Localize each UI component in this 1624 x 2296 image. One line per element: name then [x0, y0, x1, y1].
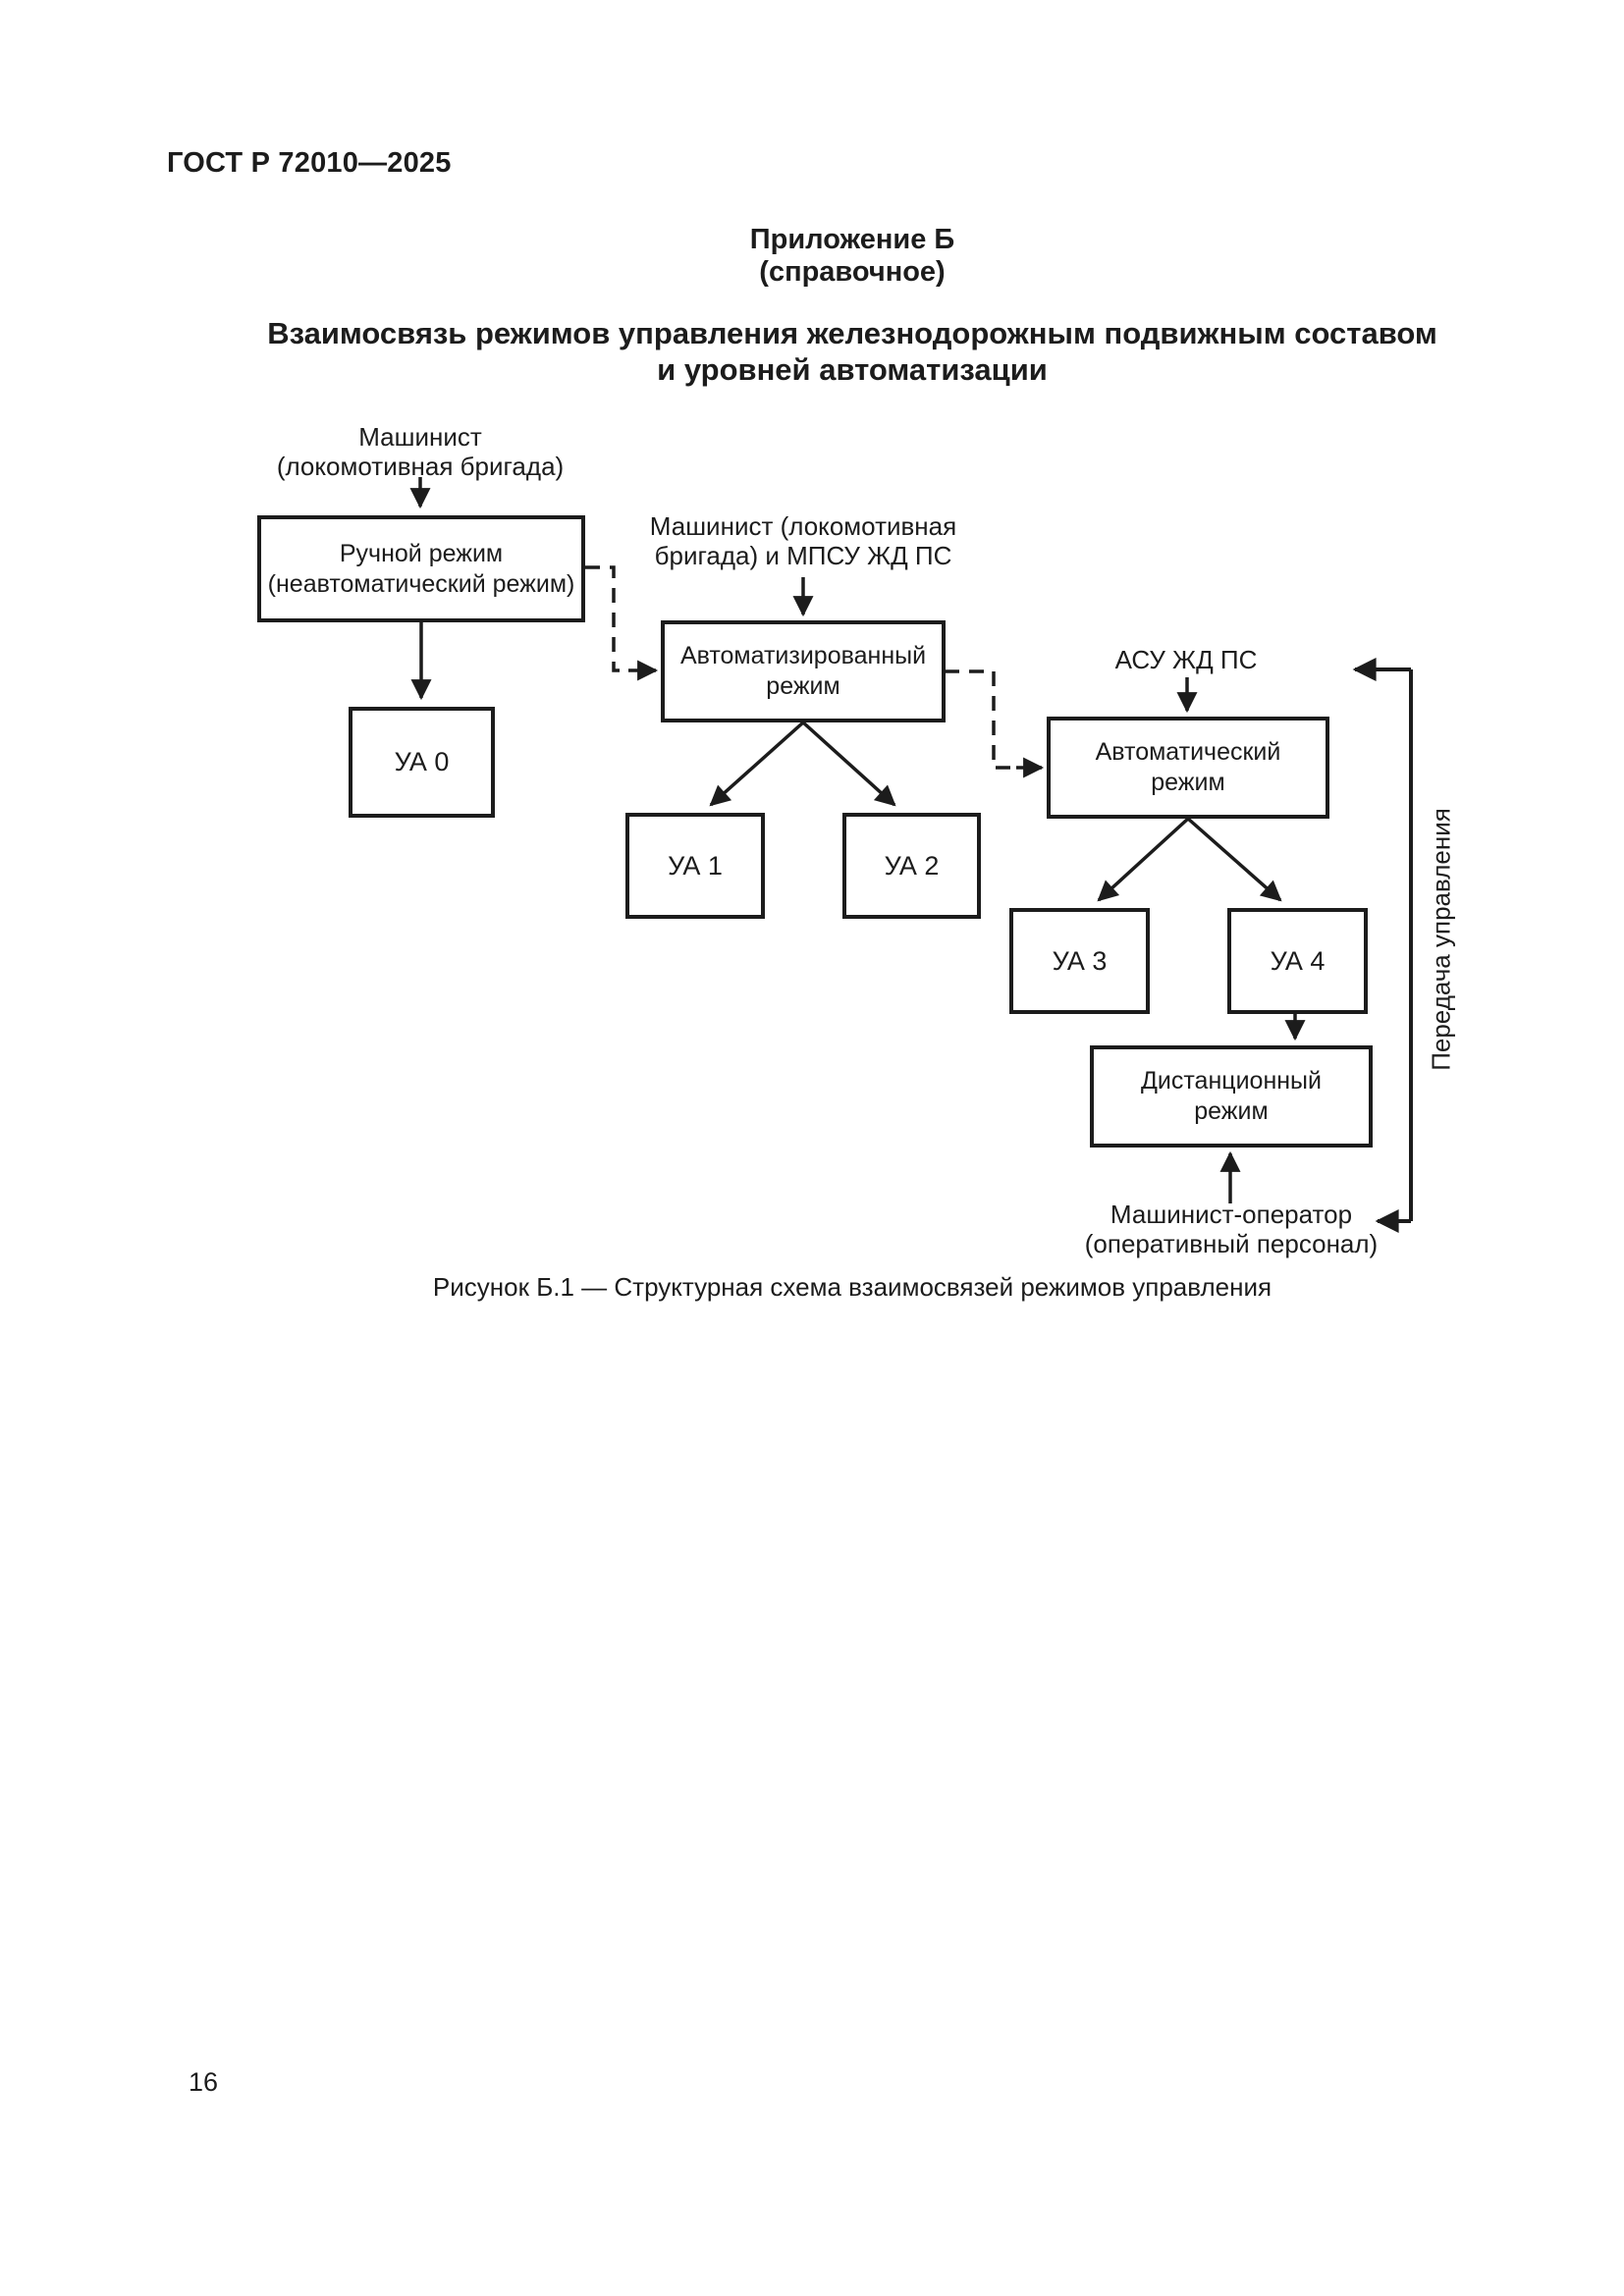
- figure-caption: Рисунок Б.1 — Структурная схема взаимосв…: [432, 1272, 1272, 1302]
- box-ua1: УА 1: [625, 813, 765, 919]
- dashed-automated-to-automatic: [945, 669, 1016, 770]
- standard-code: ГОСТ Р 72010—2025: [167, 147, 452, 179]
- box-manual-mode: Ручной режим (неавтоматический режим): [257, 515, 585, 622]
- appendix-title: Приложение Б: [749, 224, 955, 255]
- arrow-automated-to-ua1: [709, 721, 805, 807]
- appendix-note: (справочное): [759, 256, 946, 288]
- box-ua2: УА 2: [842, 813, 981, 919]
- box-remote-mode: Дистанционный режим: [1090, 1045, 1373, 1148]
- label-driver: Машинист (локомотивная бригада): [276, 422, 565, 481]
- box-automated-mode: Автоматизированный режим: [661, 620, 946, 722]
- box-ua0: УА 0: [349, 707, 495, 818]
- box-ua3: УА 3: [1009, 908, 1150, 1014]
- arrow-automated-to-ua2: [801, 721, 896, 807]
- label-control-transfer: Передача управления: [1426, 808, 1456, 1071]
- label-asu: АСУ ЖД ПС: [1114, 645, 1258, 674]
- label-driver-mpsu: Машинист (локомотивная бригада) и МПСУ Ж…: [649, 511, 957, 570]
- section-title-line2: и уровней автоматизации: [657, 352, 1048, 387]
- box-ua4: УА 4: [1227, 908, 1368, 1014]
- arrow-automatic-to-ua4: [1186, 817, 1282, 902]
- section-title-line1: Взаимосвязь режимов управления железнодо…: [267, 316, 1437, 350]
- section-title: Взаимосвязь режимов управления железнодо…: [267, 315, 1437, 388]
- page-number: 16: [189, 2067, 219, 2097]
- box-automatic-mode: Автоматический режим: [1047, 717, 1329, 819]
- dashed-manual-to-automated: [585, 565, 628, 672]
- label-operator: Машинист-оператор (оперативный персонал): [1084, 1200, 1379, 1258]
- arrow-automatic-to-ua3: [1097, 817, 1190, 902]
